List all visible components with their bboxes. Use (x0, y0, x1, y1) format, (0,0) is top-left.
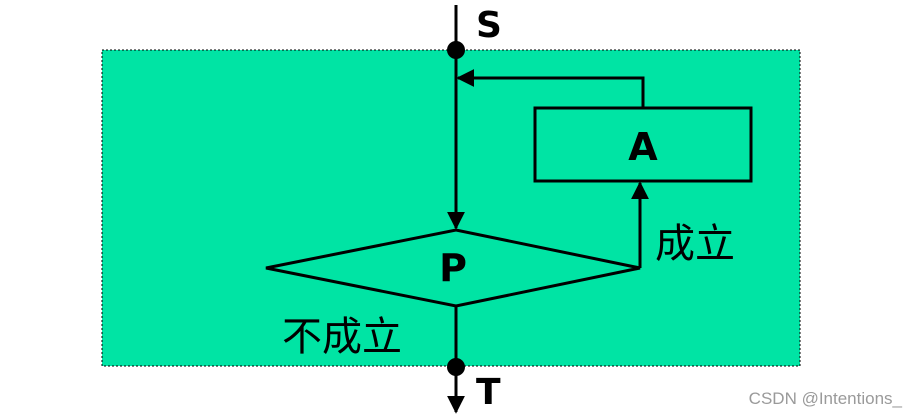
end-node (447, 358, 465, 376)
end-label: T (476, 372, 501, 413)
loop-back-line (456, 69, 645, 108)
condition-label: P (439, 246, 467, 290)
start-label: S (476, 5, 502, 46)
process-box (533, 106, 753, 183)
start-node (447, 41, 465, 59)
process-label: A (628, 125, 658, 169)
false-label: 不成立 (282, 314, 402, 360)
true-label: 成立 (655, 221, 735, 267)
watermark: CSDN @Intentions_ (749, 389, 903, 408)
loop-region (101, 49, 801, 367)
